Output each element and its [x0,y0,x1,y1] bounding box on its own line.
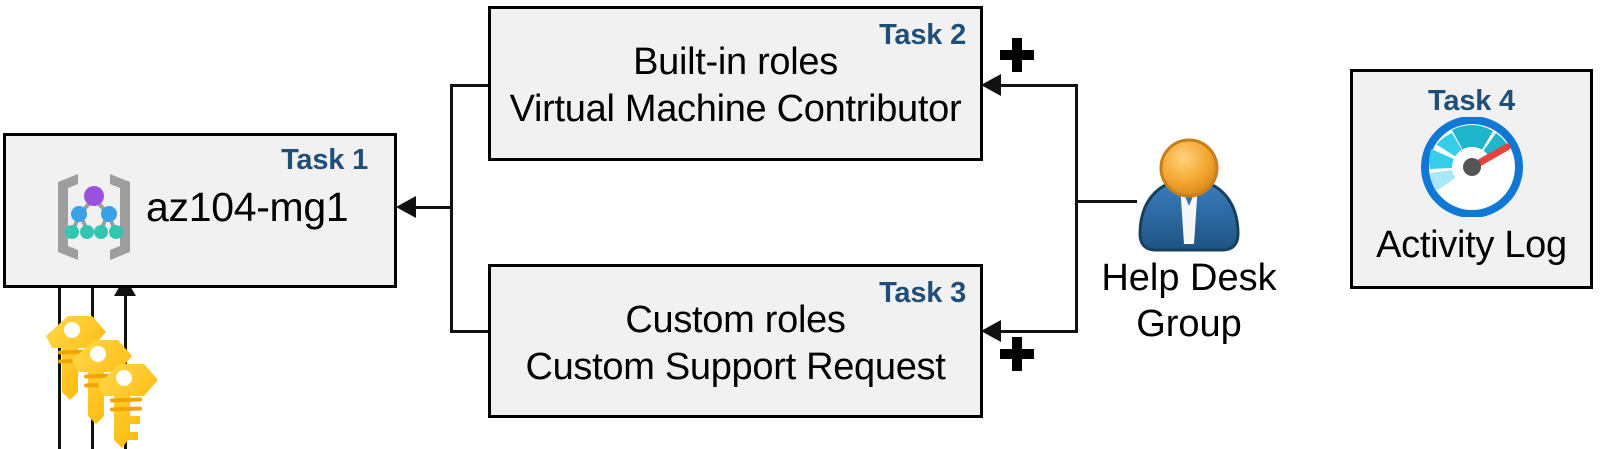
task-3-label: Task 3 [879,277,966,309]
connector-bus-to-task3 [1000,330,1078,333]
connector-task3-stub [450,330,490,333]
task-4-label: Task 4 [1428,85,1515,117]
connector-bus-to-task2 [1000,84,1078,87]
keys-icon [30,308,166,449]
connector-task2-stub [450,84,490,87]
arrowhead-to-task2 [981,74,1001,96]
task-3-line-2: Custom Support Request [525,346,946,388]
help-desk-group-caption: Help Desk Group [1072,255,1306,347]
task-2-label: Task 2 [879,19,966,51]
task-2-line-1: Built-in roles [633,41,838,83]
connector-group-to-bus [1075,200,1137,203]
management-group-icon [48,168,140,264]
user-group-icon [1124,138,1254,258]
connector-to-task1 [415,206,453,209]
plus-icon-top [1000,38,1034,72]
task-1-label: Task 1 [281,144,368,176]
task-2-box[interactable]: Task 2 Built-in roles Virtual Machine Co… [488,6,983,161]
task-1-resource-name: az104-mg1 [146,184,349,230]
arrowhead-to-task3 [981,320,1001,342]
connector-right-bus [1075,84,1078,333]
task-1-box[interactable]: Task 1 az104-mg1 [3,133,397,288]
help-desk-group-caption-line-2: Group [1136,303,1242,345]
help-desk-group-caption-line-1: Help Desk [1101,257,1277,299]
connector-key1-shaft [58,278,61,449]
plus-icon-bottom [1000,337,1034,371]
task-2-line-2: Virtual Machine Contributor [509,88,962,130]
task-3-line-1: Custom roles [625,299,846,341]
task-4-resource-name: Activity Log [1376,224,1567,266]
task-3-box[interactable]: Task 3 Custom roles Custom Support Reque… [488,264,983,418]
activity-log-gauge-icon [1404,116,1540,218]
arrowhead-to-task1 [396,196,416,218]
